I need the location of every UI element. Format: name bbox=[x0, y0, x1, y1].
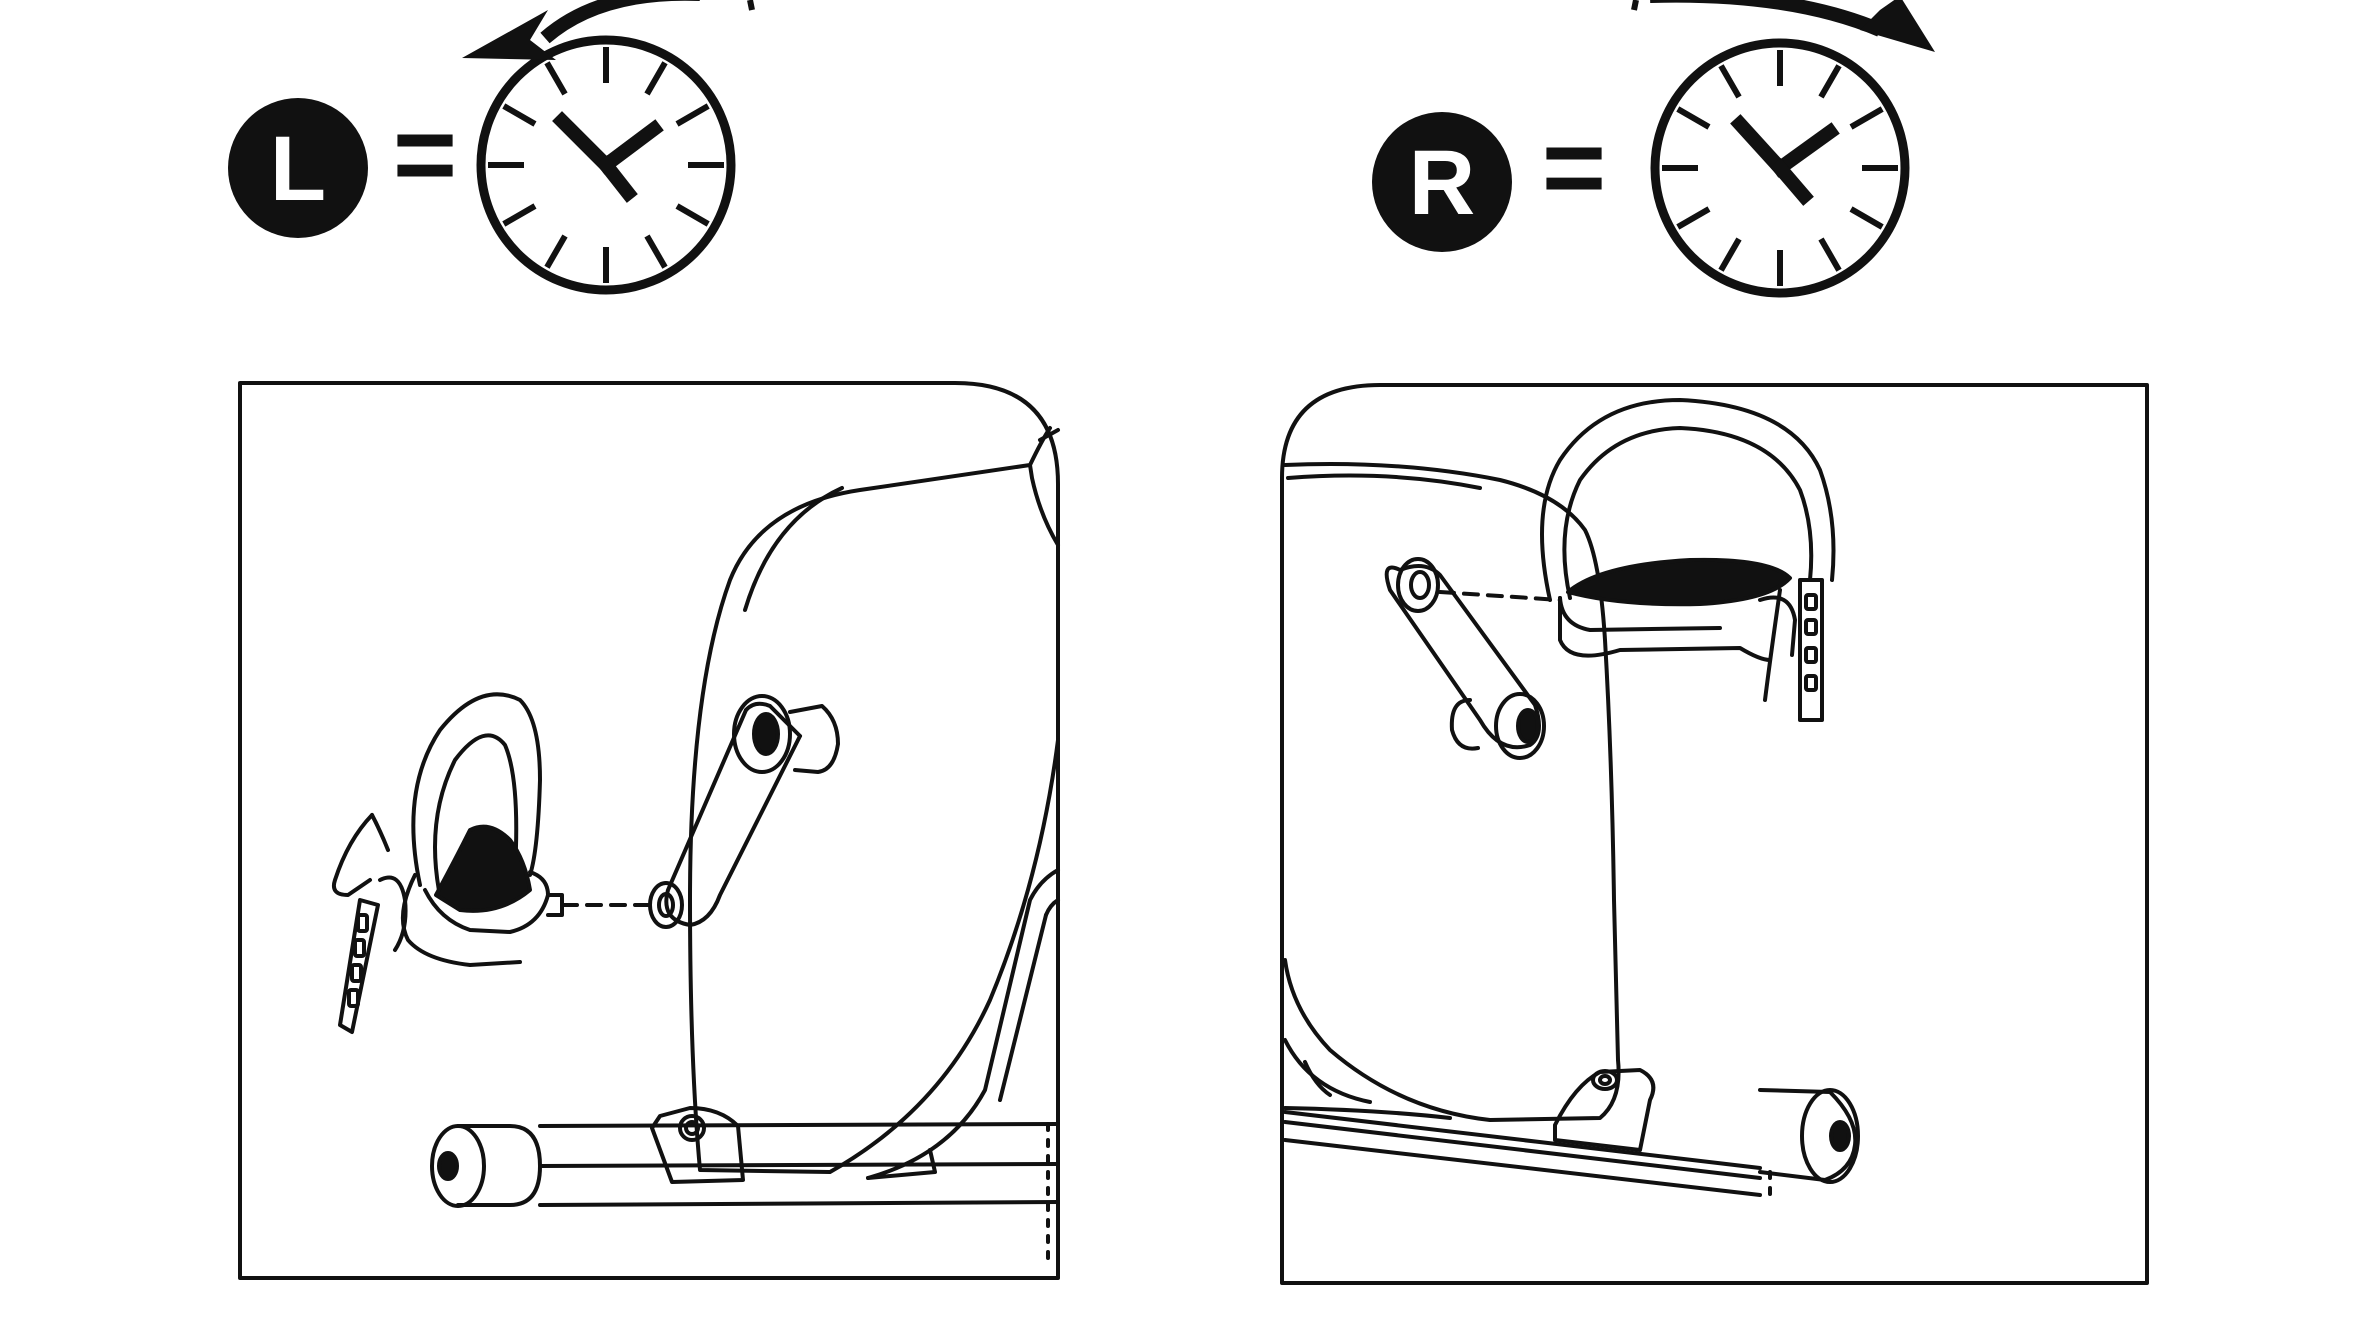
clock-icon bbox=[476, 35, 736, 295]
left-badge: L bbox=[228, 98, 368, 238]
crank-arm-icon bbox=[1384, 557, 1546, 760]
rotation-arrow-icon bbox=[462, 0, 755, 60]
clock-icon bbox=[1650, 38, 1910, 298]
pedal-icon bbox=[1540, 398, 1836, 722]
right-equals-sign: = bbox=[1542, 106, 1606, 229]
assembly-guide-line bbox=[1438, 590, 1562, 602]
pedal-icon bbox=[331, 692, 564, 1034]
bike-frame bbox=[538, 426, 1060, 1267]
rotation-arrow-icon bbox=[1631, 0, 1935, 52]
right-header: R = bbox=[1372, 0, 1935, 298]
left-panel-frame bbox=[238, 381, 1060, 1280]
left-header: L = bbox=[228, 0, 755, 295]
right-badge: R bbox=[1372, 112, 1512, 252]
right-badge-letter: R bbox=[1409, 132, 1475, 234]
left-badge-letter: L bbox=[270, 118, 326, 220]
stabilizer-cap bbox=[1758, 1088, 1860, 1184]
right-panel-frame bbox=[1280, 383, 2149, 1285]
right-panel bbox=[1280, 383, 2149, 1285]
left-panel bbox=[238, 381, 1060, 1280]
crank-arm-icon bbox=[648, 694, 840, 929]
left-equals-sign: = bbox=[393, 93, 457, 216]
bike-frame bbox=[1283, 462, 1772, 1200]
stabilizer-cap bbox=[430, 1124, 542, 1208]
